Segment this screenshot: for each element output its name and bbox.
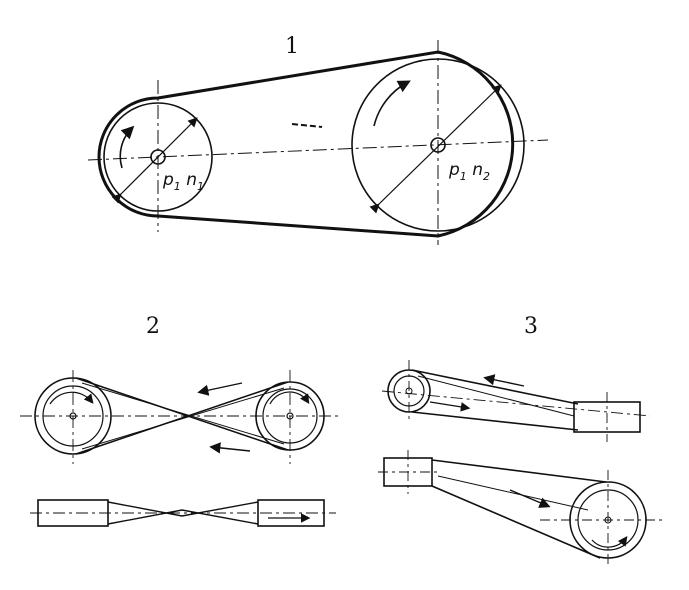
open-belt-drive — [87, 40, 549, 245]
lower-rotation-arrow — [591, 536, 628, 548]
left-rotation-arrow — [49, 391, 94, 405]
figure-label-1: 1 — [285, 34, 299, 59]
lower-belt-mid — [437, 475, 589, 511]
side-belt-bottom — [107, 509, 259, 525]
small-diameter-line — [111, 117, 198, 204]
lower-belt-bottom — [431, 485, 601, 559]
crossed-belt-drive — [20, 370, 340, 527]
upper-arrow-2 — [429, 401, 471, 412]
small-n-symbol: n — [186, 170, 197, 190]
large-pulley-annotation: p1 n2 — [449, 160, 490, 183]
small-p-symbol: p — [163, 170, 174, 190]
upper-arrow-1 — [483, 374, 525, 387]
crossed-arrow-bottom — [209, 442, 251, 454]
small-p-subscript: 1 — [173, 180, 181, 193]
upper-belt-bottom — [411, 411, 579, 431]
large-n-subscript: 2 — [482, 170, 490, 183]
large-rotation-arrow — [373, 80, 411, 127]
small-rotation-arrow — [119, 125, 135, 169]
upper-belt-mid — [417, 375, 575, 417]
belt-direction-mark — [291, 123, 323, 128]
crossed-arrow-top — [197, 382, 243, 396]
right-rotation-arrow — [269, 391, 310, 405]
crossed-belt-b2 — [81, 387, 285, 450]
small-pulley-annotation: p1 n1 — [163, 170, 204, 193]
large-p-subscript: 1 — [459, 170, 467, 183]
upper-belt-top — [411, 369, 579, 405]
semi-crossed-belt-drive — [378, 360, 664, 568]
figure-label-2: 2 — [146, 314, 160, 339]
upper-small-axis-h — [381, 390, 651, 417]
large-diameter-line — [369, 84, 502, 214]
lower-belt-top — [431, 459, 607, 483]
crossed-belt-b — [75, 381, 289, 455]
large-n-symbol: n — [472, 160, 483, 180]
crossed-belt-a2 — [81, 382, 285, 445]
large-p-symbol: p — [449, 160, 460, 180]
side-belt-top — [107, 501, 259, 517]
figure-label-3: 3 — [524, 314, 538, 339]
lower-arrow-1 — [509, 489, 551, 508]
small-n-subscript: 1 — [196, 180, 204, 193]
crossed-belt-a — [75, 377, 289, 451]
